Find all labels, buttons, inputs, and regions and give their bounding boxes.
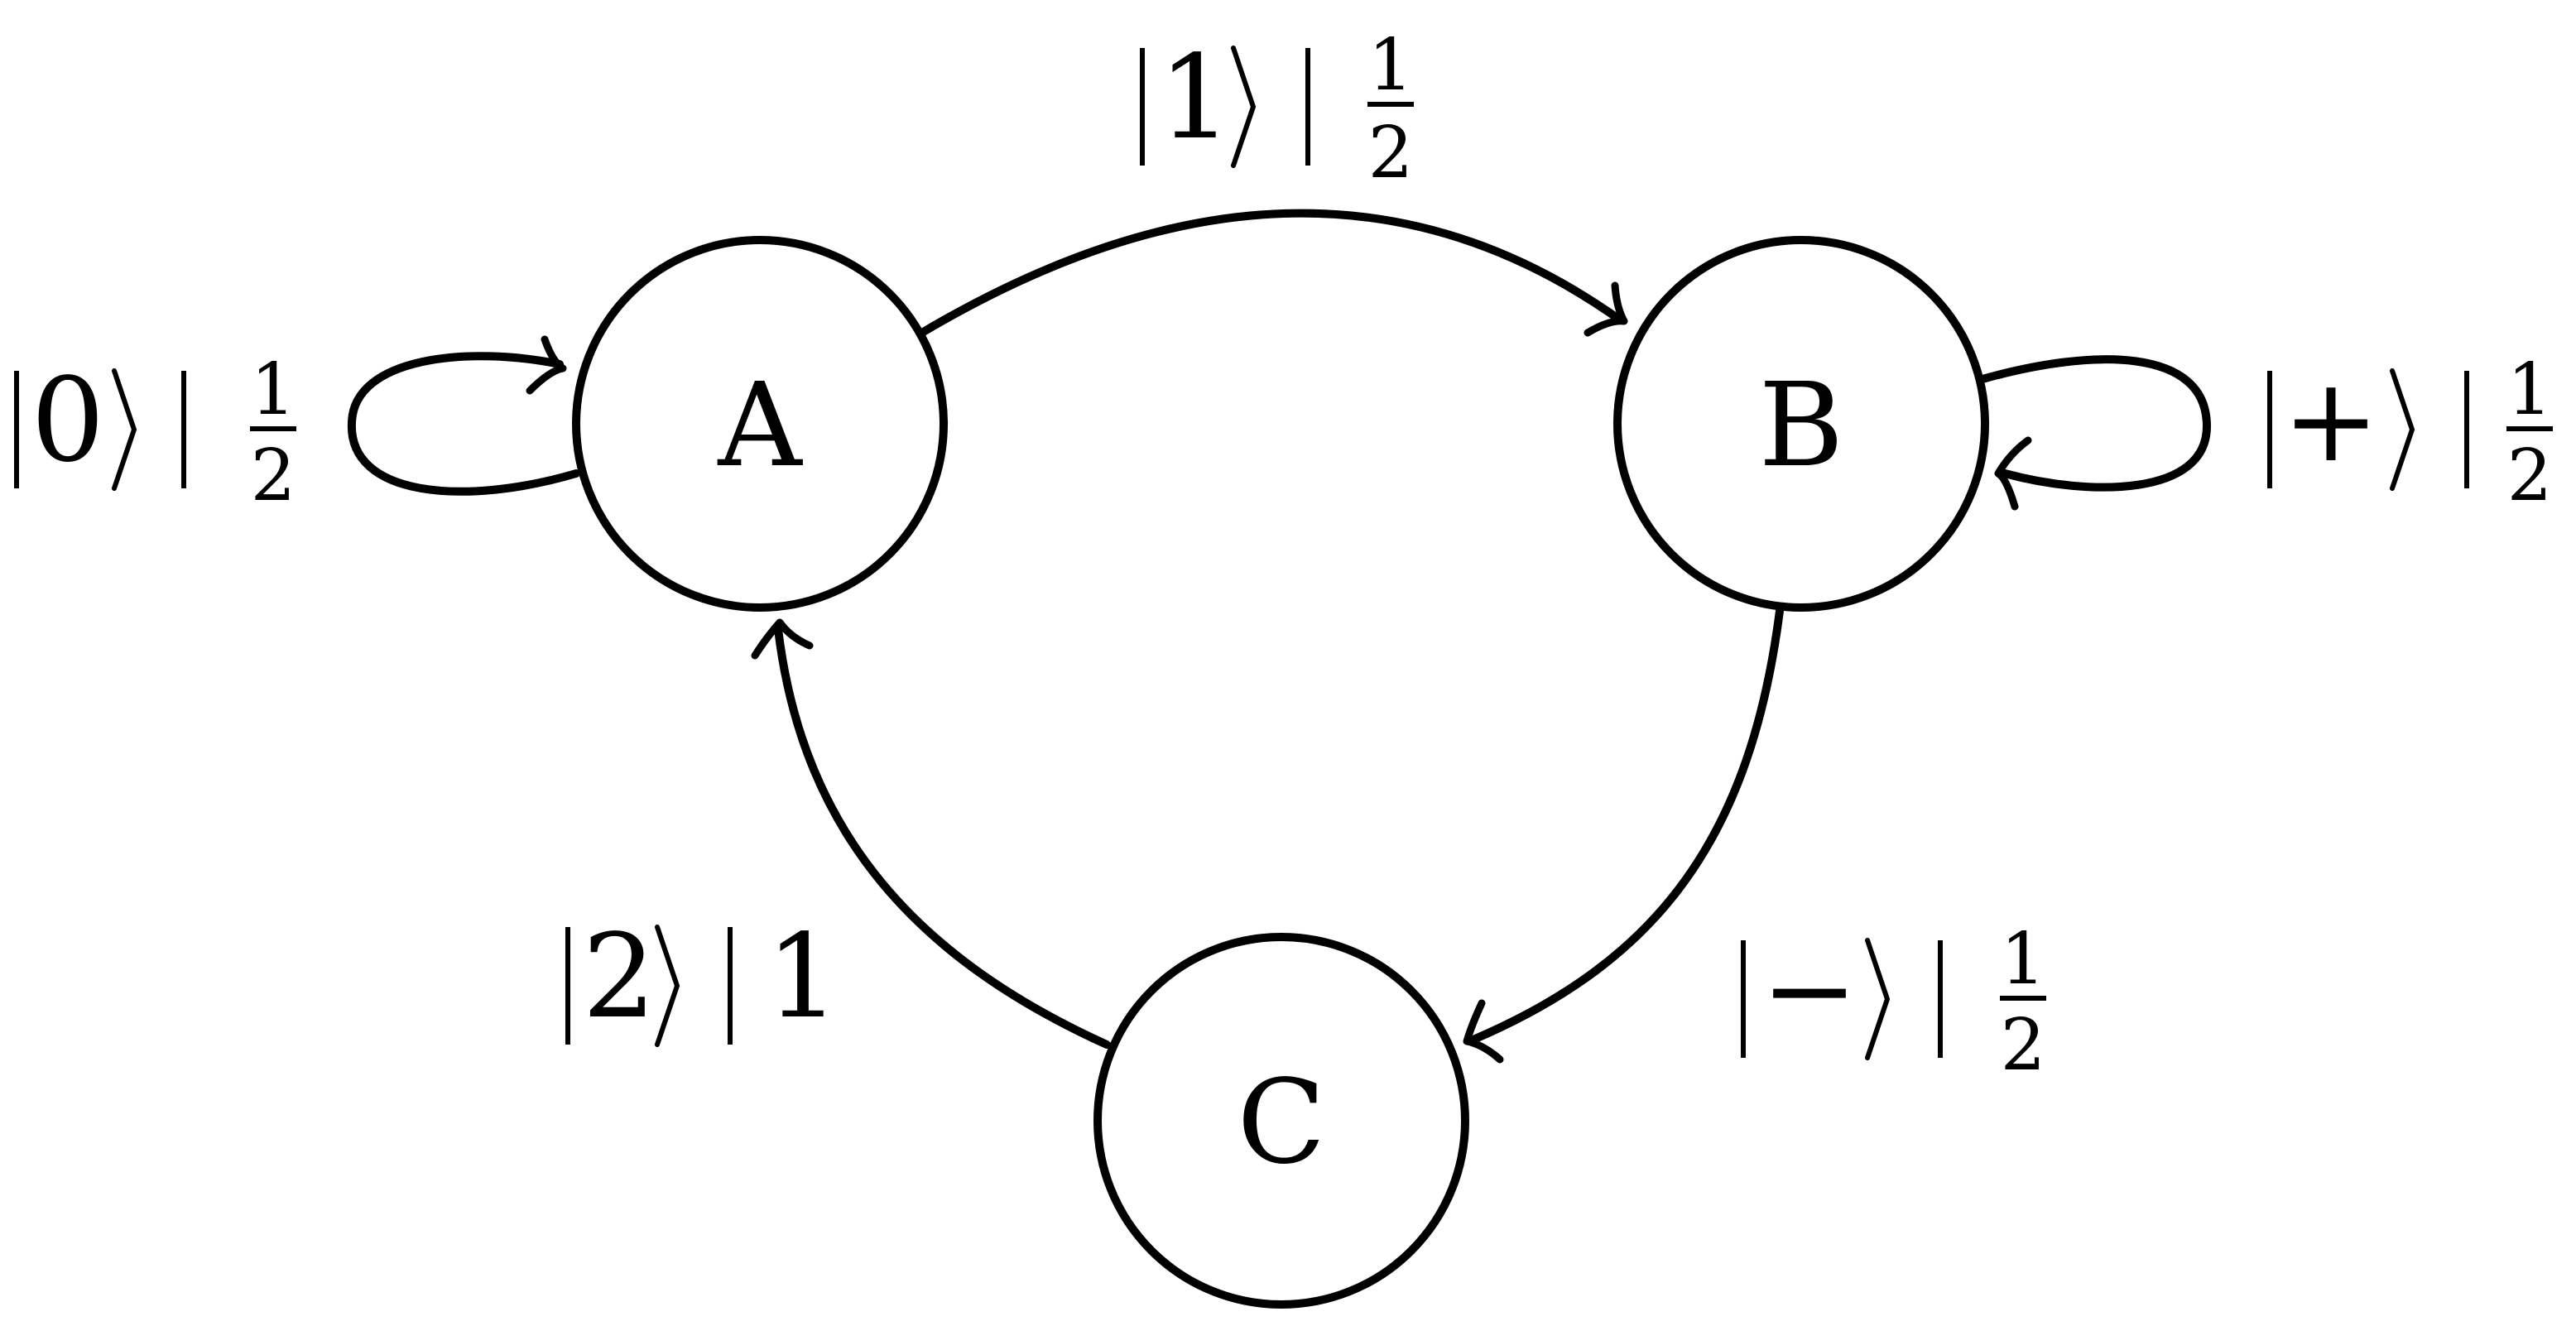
edge-b-c — [1463, 607, 1784, 1064]
edge-b-c-weight-num: 1 — [2001, 918, 2046, 1001]
edge-a-a-label: 0 1 2 — [14, 348, 296, 517]
edge-a-a-weight-den: 2 — [251, 435, 296, 517]
edge-c-a-weight: 1 — [766, 910, 839, 1045]
edge-a-b-label: 1 1 2 — [1140, 24, 1414, 195]
edge-b-b-label: + 1 2 — [2267, 348, 2553, 517]
edge-a-a — [347, 335, 580, 496]
edge-a-a-weight-num: 1 — [251, 348, 296, 431]
edge-c-a-label: 2 1 — [565, 910, 840, 1047]
edge-a-a-line — [347, 352, 580, 496]
edge-b-b-ket: + — [2282, 353, 2379, 488]
node-c: C — [1093, 933, 1469, 1309]
edge-a-b — [916, 209, 1628, 338]
edge-a-b-arrowhead — [1584, 281, 1628, 337]
edge-c-a-ket: 2 — [582, 910, 656, 1045]
edge-a-b-line — [916, 209, 1622, 338]
edge-a-b-weight-den: 2 — [1368, 112, 1414, 195]
node-c-circle — [1093, 933, 1469, 1309]
node-b: B — [1613, 236, 1989, 612]
edge-b-c-ket: − — [1761, 923, 1858, 1058]
node-a-label: A — [717, 358, 803, 493]
node-b-circle — [1613, 236, 1989, 612]
edge-a-a-arrowhead — [526, 335, 567, 395]
node-b-label: B — [1759, 358, 1844, 493]
node-a: A — [572, 236, 948, 612]
edge-c-a-line — [774, 625, 1111, 1049]
node-a-circle — [572, 236, 948, 612]
edge-b-b-arrowhead — [1994, 436, 2032, 511]
edge-b-b-line — [1978, 355, 2212, 492]
edge-b-b-weight-den: 2 — [2507, 435, 2553, 517]
edge-b-c-label: − 1 2 — [1741, 918, 2046, 1087]
edge-a-b-weight-num: 1 — [1368, 24, 1414, 107]
node-c-label: C — [1237, 1055, 1325, 1190]
edge-a-a-ket: 0 — [31, 353, 104, 488]
edge-c-a-arrowhead — [751, 618, 814, 660]
edge-b-c-line — [1469, 607, 1784, 1044]
edge-b-c-weight-den: 2 — [2001, 1004, 2046, 1087]
edge-b-b — [1978, 355, 2212, 511]
edge-b-b-weight-num: 1 — [2507, 348, 2553, 431]
edge-a-b-ket: 1 — [1158, 31, 1232, 166]
edge-c-a — [751, 618, 1111, 1049]
edge-b-c-arrowhead — [1463, 999, 1504, 1064]
